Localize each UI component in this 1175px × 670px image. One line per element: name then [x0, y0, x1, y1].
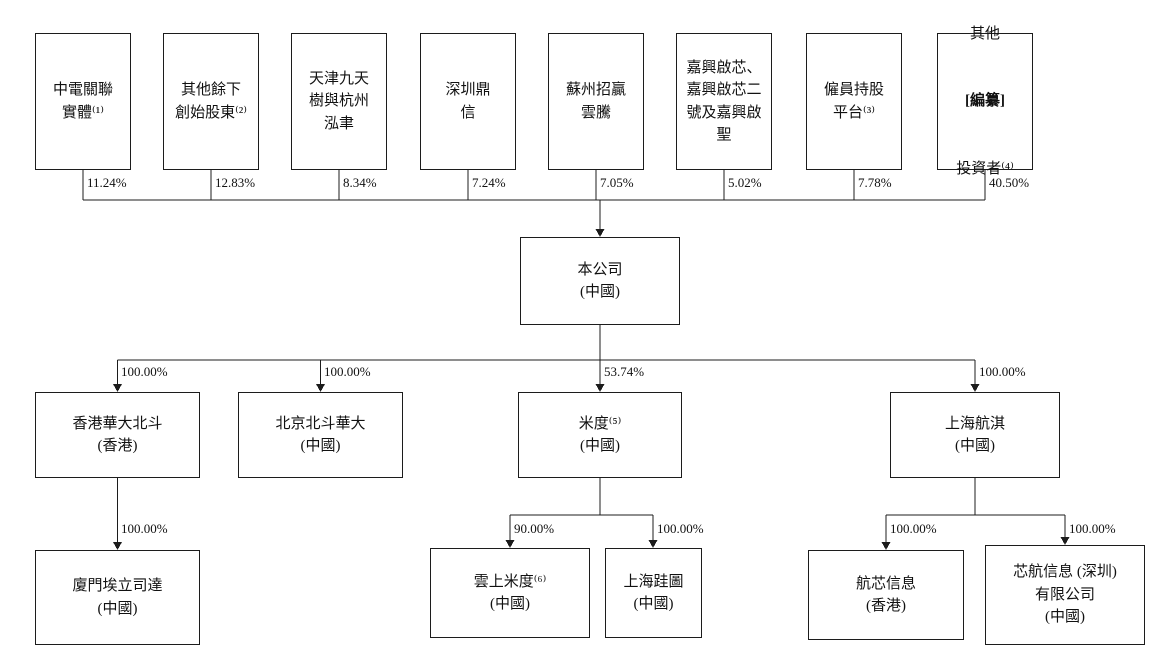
node-hangxin-info-hk: 航芯信息 (香港)	[808, 550, 964, 640]
node-label-line: 其他	[969, 25, 1000, 42]
ownership-pct: 100.00%	[890, 521, 937, 536]
node-label: 芯航信息 (深圳) 有限公司 (中國)	[1013, 564, 1117, 626]
node-employee-shareholding-platform: 僱員持股 平台⁽³⁾	[806, 33, 902, 170]
node-label: 嘉興啟芯、 嘉興啟芯二 號及嘉興啟 聖	[686, 59, 762, 144]
node-yunshang-midu: 雲上米度⁽⁶⁾ (中國)	[430, 548, 590, 638]
node-label: 香港華大北斗 (香港)	[72, 415, 163, 455]
node-xiamen-ailisida: 廈門埃立司達 (中國)	[35, 550, 200, 645]
node-other-remaining-founders: 其他餘下 創始股東⁽²⁾	[163, 33, 259, 170]
node-jiaxing-qixin-funds: 嘉興啟芯、 嘉興啟芯二 號及嘉興啟 聖	[676, 33, 772, 170]
node-label: 深圳鼎 信	[445, 82, 491, 121]
node-label: 米度⁽⁵⁾ (中國)	[578, 415, 622, 455]
node-label: 航芯信息 (香港)	[855, 575, 916, 615]
ownership-pct: 5.02%	[728, 175, 762, 190]
ownership-pct: 100.00%	[979, 364, 1026, 379]
node-label-line: 投資者⁽⁴⁾	[956, 160, 1014, 177]
node-label: 上海航淇 (中國)	[944, 415, 1005, 455]
node-label: 天津九天 樹與杭州 泓聿	[308, 70, 369, 132]
node-other-redacted-investors: 其他 [編纂] 投資者⁽⁴⁾	[937, 26, 1033, 177]
ownership-pct: 100.00%	[657, 521, 704, 536]
redacted-placeholder: [編纂]	[964, 93, 1005, 110]
node-label: 中電關聯 實體⁽¹⁾	[52, 82, 113, 121]
node-shenzhen-dingxin: 深圳鼎 信	[420, 33, 516, 170]
ownership-pct: 7.24%	[472, 175, 506, 190]
node-label: 其他 [編纂] 投資者⁽⁴⁾	[956, 0, 1014, 225]
ownership-pct: 12.83%	[215, 175, 256, 190]
node-shanghai-kuitu: 上海跬圖 (中國)	[605, 548, 702, 638]
node-label: 蘇州招贏 雲騰	[565, 82, 626, 121]
node-zhongdian-related-entities: 中電關聯 實體⁽¹⁾	[35, 33, 131, 170]
ownership-pct: 11.24%	[87, 175, 127, 190]
ownership-pct: 7.78%	[858, 175, 892, 190]
node-shanghai-hangqi: 上海航淇 (中國)	[890, 392, 1060, 478]
node-tianjin-jiutianshu-hangzhou-hongyu: 天津九天 樹與杭州 泓聿	[291, 33, 387, 170]
node-midu: 米度⁽⁵⁾ (中國)	[518, 392, 682, 478]
node-xinhang-info-shenzhen: 芯航信息 (深圳) 有限公司 (中國)	[985, 545, 1145, 645]
ownership-pct: 100.00%	[1069, 521, 1116, 536]
node-label: 其他餘下 創始股東⁽²⁾	[175, 82, 247, 121]
node-hk-huada-beidou: 香港華大北斗 (香港)	[35, 392, 200, 478]
node-the-company: 本公司 (中國)	[520, 237, 680, 325]
node-suzhou-zhaoying-yunteng: 蘇州招贏 雲騰	[548, 33, 644, 170]
node-label: 雲上米度⁽⁶⁾ (中國)	[473, 573, 547, 613]
node-label: 上海跬圖 (中國)	[623, 573, 684, 613]
node-beijing-beidou-huada: 北京北斗華大 (中國)	[238, 392, 403, 478]
node-label: 僱員持股 平台⁽³⁾	[823, 82, 884, 121]
node-label: 北京北斗華大 (中國)	[275, 415, 366, 455]
ownership-pct: 7.05%	[600, 175, 634, 190]
ownership-pct: 100.00%	[121, 364, 168, 379]
ownership-pct: 40.50%	[989, 175, 1030, 190]
ownership-pct: 8.34%	[343, 175, 377, 190]
node-label: 本公司 (中國)	[577, 261, 623, 301]
node-label: 廈門埃立司達 (中國)	[72, 578, 163, 617]
ownership-pct: 90.00%	[514, 521, 555, 536]
ownership-pct: 100.00%	[121, 521, 168, 536]
ownership-pct: 53.74%	[604, 364, 645, 379]
ownership-pct: 100.00%	[324, 364, 371, 379]
